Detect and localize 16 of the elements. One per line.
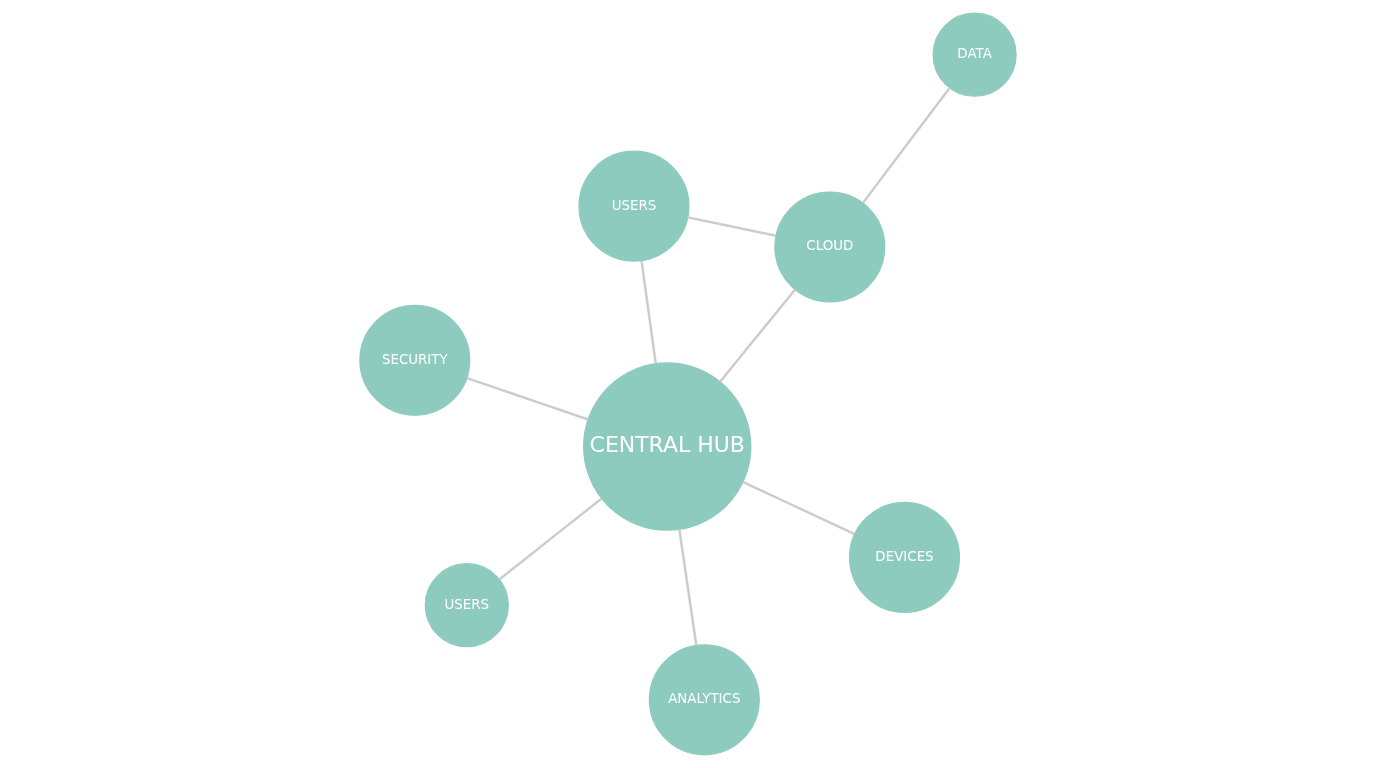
- node-circle: SECURITY: [359, 304, 471, 416]
- connector: [687, 216, 777, 237]
- node-circle: DEVICES: [848, 501, 961, 613]
- connector: [742, 481, 856, 536]
- node-circle: USERS: [578, 150, 690, 262]
- connector: [678, 529, 698, 646]
- node-circle: CLOUD: [774, 191, 886, 303]
- node-circle: CENTRAL HUB: [583, 362, 752, 531]
- connector: [498, 497, 603, 581]
- node-circle: USERS: [424, 563, 509, 648]
- connector: [466, 376, 589, 421]
- node-circle: ANALYTICS: [648, 644, 760, 756]
- connector: [719, 289, 796, 383]
- node-circle: DATA: [932, 12, 1017, 97]
- connector: [862, 87, 951, 204]
- connector: [640, 260, 657, 364]
